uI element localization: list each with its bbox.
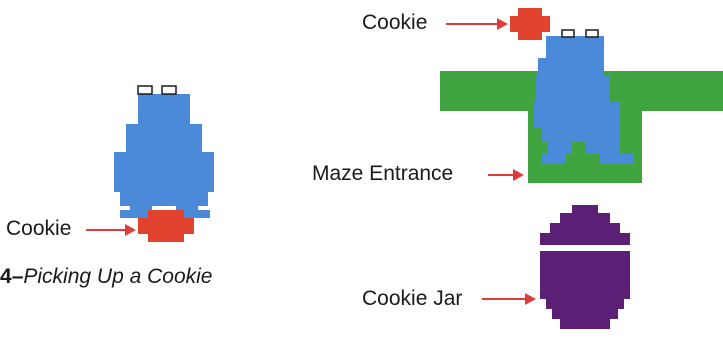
caption-number: 4: [0, 265, 12, 288]
cookie-sprite: [138, 210, 194, 242]
cookie-top-label: Cookie: [362, 11, 428, 34]
cookie-top-arrow: [446, 18, 508, 30]
cookie-label: Cookie: [6, 217, 72, 240]
cookie-monster-climbing-sprite: [534, 29, 634, 164]
cookie-arrow: [86, 224, 136, 236]
cookie-jar-arrow: [482, 293, 536, 305]
maze-entrance-arrow: [488, 169, 524, 181]
cookie-jar-sprite: [540, 205, 630, 329]
cookie-jar-label: Cookie Jar: [362, 287, 463, 310]
caption-title: Picking Up a Cookie: [23, 265, 213, 288]
monster-eyes: [137, 85, 177, 95]
maze-entrance-label: Maze Entrance: [312, 162, 454, 185]
monster-climbing-eyes: [561, 29, 599, 38]
figure-caption: 4–Picking Up a Cookie: [0, 265, 212, 289]
caption-dash: –: [11, 265, 24, 288]
cookie-top-sprite: [510, 8, 550, 40]
